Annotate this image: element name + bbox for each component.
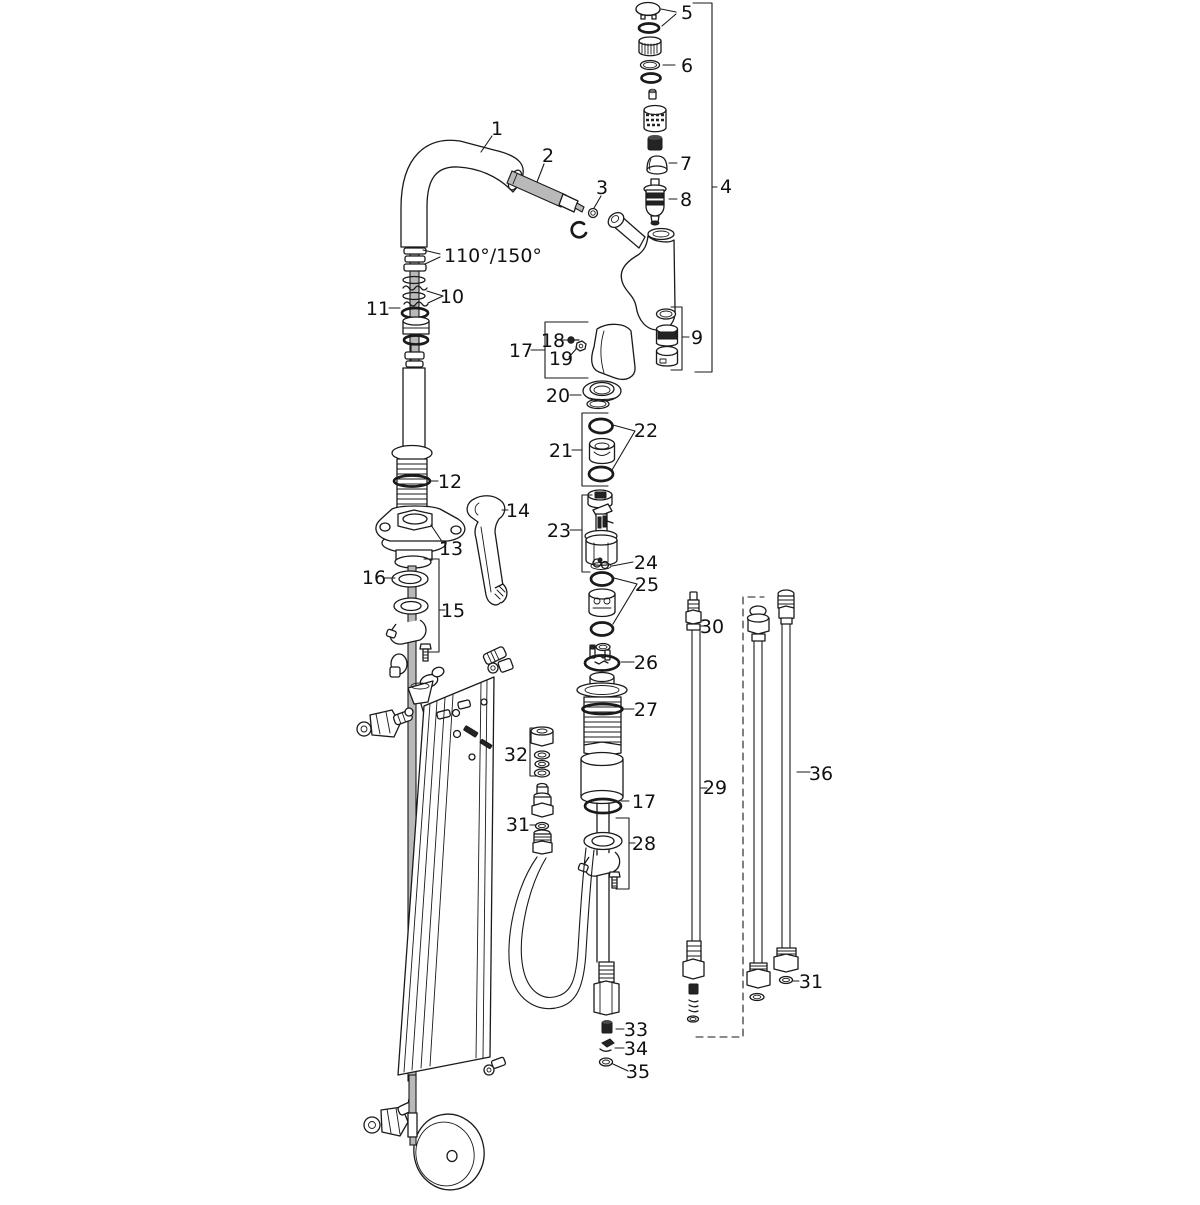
left-clamp-fitting [356,707,414,738]
label-3: 3 [596,177,608,199]
part-31a-oring [534,821,550,831]
hose-weight-pulley [413,1113,485,1191]
leader-lines [383,2,811,1072]
part-15-washer-clamp-screw [385,597,432,662]
part-17b-washer [583,797,623,815]
label-21: 21 [549,440,573,462]
hose-29-30 [682,591,705,1023]
label-16: 16 [362,567,386,589]
label-17b: 17 [632,791,656,813]
part-20-escutcheon [582,380,622,402]
label-28: 28 [632,833,656,855]
retaining-clip [570,220,588,239]
hose-middle [746,605,771,1002]
label-6: 6 [681,55,693,77]
part-33-filter [601,1020,613,1034]
screw-pins [463,725,493,749]
label-36: 36 [809,763,833,785]
part-17-handle [591,323,636,381]
part-2-pullout-wand [506,170,585,213]
adapter-fitting [531,782,554,818]
spout-column [391,246,433,462]
part-14-hook-tool [466,495,508,606]
part-1-spout [400,139,524,248]
mounting-plate [397,676,495,1076]
label-33: 33 [624,1019,648,1041]
rod-tip [407,1074,418,1146]
label-12: 12 [438,471,462,493]
right-clamp-fittings [482,646,514,674]
label-17a: 17 [509,340,533,362]
label-34: 34 [624,1038,648,1060]
label-18: 18 [541,330,565,352]
part-25-check-valve [588,571,616,637]
part-28-washer-clamp-screw [577,831,623,889]
label-31a: 31 [506,814,530,836]
part-7-cap [646,155,668,175]
label-32: 32 [504,744,528,766]
part-19-nut [575,340,587,352]
dashed-group-outline [695,596,765,1038]
part-8-cartridge [643,178,667,226]
hose-end-fitting [593,961,620,1016]
label-25: 25 [635,574,659,596]
part-16-washer [391,570,429,588]
part-13-mounting-flange [375,505,466,569]
label-13: 13 [439,538,463,560]
part-24-gasket [592,557,610,570]
label-29: 29 [703,777,727,799]
part-6-seal-rings [639,59,662,84]
faucet-body [607,211,676,331]
thin-ring [586,398,610,410]
label-35: 35 [626,1061,650,1083]
label-30: 30 [700,616,724,638]
label-14: 14 [506,500,530,522]
part-18-screw [567,336,580,344]
label-19: 19 [549,348,573,370]
part-9-aerator-set [655,308,679,367]
part-5-cap-set [635,1,662,57]
part-23-cartridge [584,489,618,570]
label-24: 24 [634,552,658,574]
label-1: 1 [491,118,503,140]
pullout-hose-loop [508,847,595,1010]
bottom-right-fitting [483,1056,507,1076]
label-4: 4 [720,176,732,198]
label-swivel-angle: 110°/150° [444,245,542,267]
label-15: 15 [441,600,465,622]
label-31b: 31 [799,971,823,993]
dark-flow-insert [647,135,663,151]
hose-nut [532,829,553,855]
label-8: 8 [680,189,692,211]
label-23: 23 [547,520,571,542]
label-11: 11 [366,298,390,320]
label-9: 9 [691,327,703,349]
label-7: 7 [680,153,692,175]
part-35-oring [598,1057,614,1067]
aerator-housing [643,104,667,133]
label-26: 26 [634,652,658,674]
label-27: 27 [634,699,658,721]
label-2: 2 [542,145,554,167]
part-21-spray-insert [587,417,616,483]
part-12-shank-oring [392,458,432,510]
part-27-threaded-shank [580,696,624,963]
part-34-insert [599,1038,615,1052]
label-20: 20 [546,385,570,407]
label-10: 10 [440,286,464,308]
label-5: 5 [681,2,693,24]
label-22: 22 [634,420,658,442]
callout-labels: 1 2 3 4 5 6 7 8 9 110°/150° 10 11 12 13 … [362,2,833,1083]
part-3-ring [587,207,599,219]
small-insert [648,88,657,100]
part-26-connector [576,644,628,698]
hose-36 [773,589,799,985]
part-32-nut-washers [530,726,554,778]
